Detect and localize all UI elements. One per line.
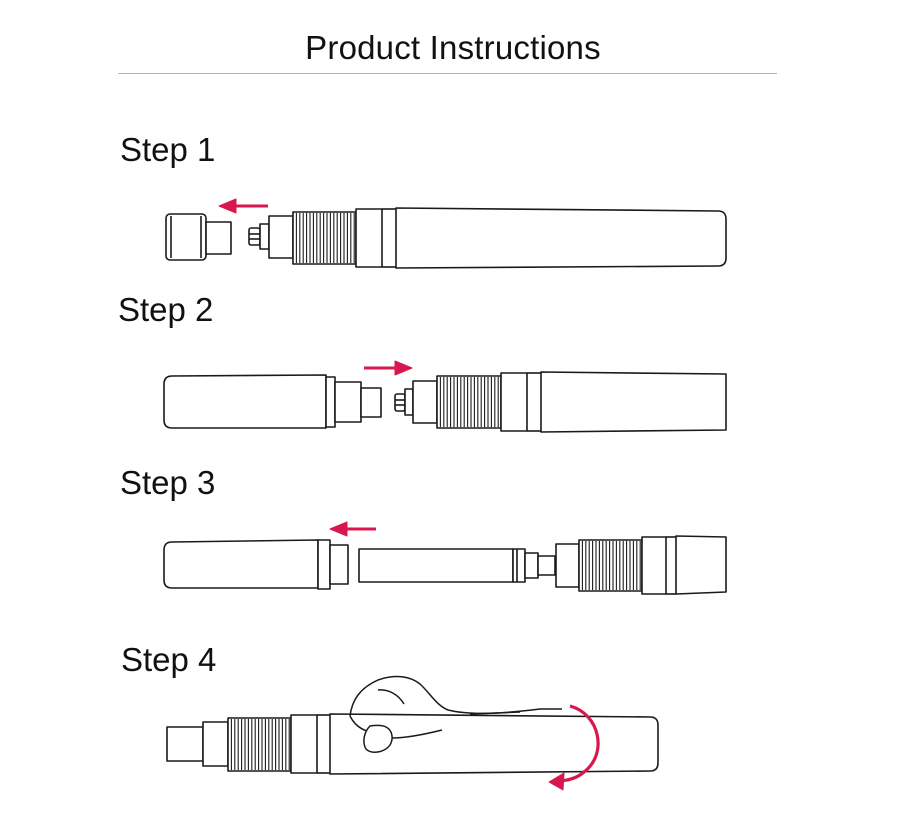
grip-ribs	[439, 377, 499, 427]
grip-ribs	[295, 213, 355, 263]
grip-ribs	[230, 719, 290, 770]
curved-rotation-arrow-icon	[548, 704, 600, 791]
step-3-label: Step 3	[120, 464, 216, 501]
step-1-label: Step 1	[120, 131, 216, 168]
step-2-illustration	[163, 360, 727, 433]
pen-body	[394, 371, 727, 433]
red-direction-arrow-icon	[218, 198, 268, 214]
step-4-label: Step 4	[121, 641, 217, 678]
cap-on-end	[163, 539, 349, 590]
page-title: Product Instructions	[305, 29, 601, 66]
pen-body	[248, 207, 727, 269]
step-3-illustration	[163, 521, 727, 595]
grip-ribs	[581, 541, 641, 590]
hand-gripping-icon	[349, 675, 562, 753]
cap-on-end	[163, 374, 382, 429]
red-direction-arrow-icon	[329, 521, 376, 537]
step-4-illustration	[166, 675, 659, 791]
refill-cartridge	[358, 548, 556, 583]
removed-cap	[165, 213, 232, 261]
title-divider	[118, 73, 777, 74]
assembled-pen	[166, 713, 659, 775]
red-direction-arrow-icon	[364, 360, 413, 376]
step-2-label: Step 2	[118, 291, 214, 328]
step-1-illustration	[165, 198, 727, 269]
pen-front	[555, 535, 727, 595]
